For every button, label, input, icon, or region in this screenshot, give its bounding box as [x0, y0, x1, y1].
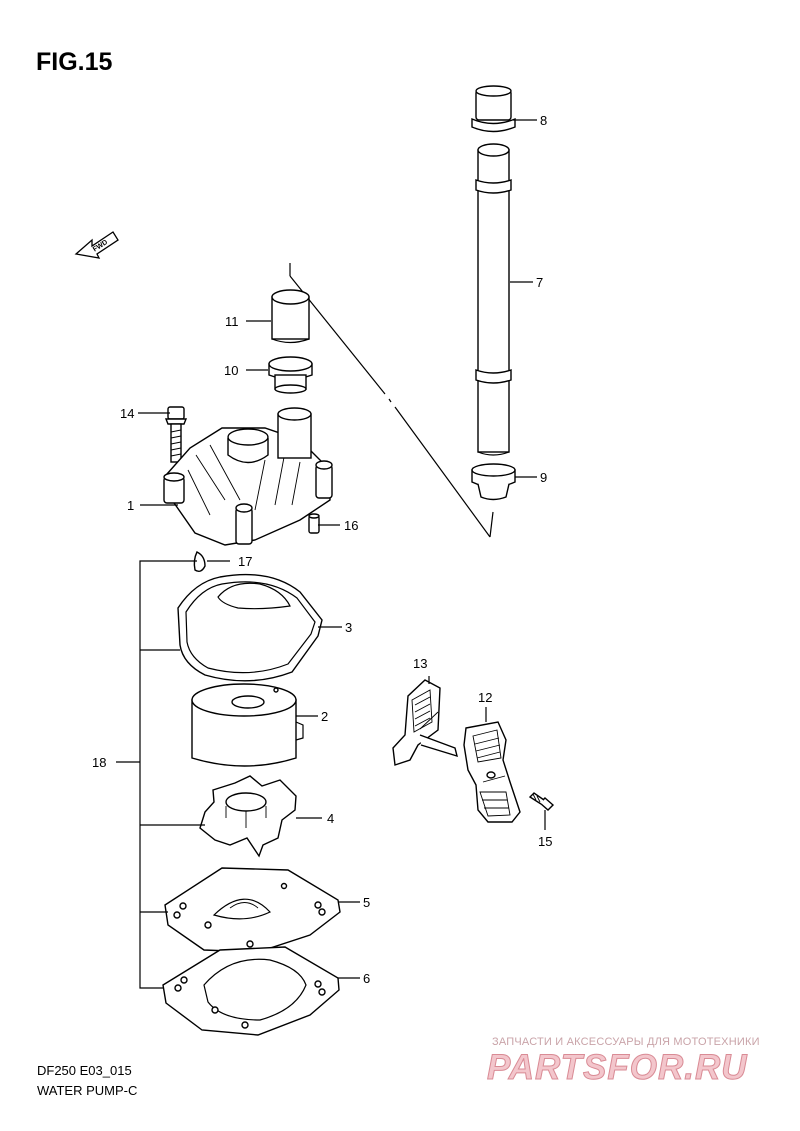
- callout-16: 16: [344, 518, 358, 533]
- part-2-impeller-housing: [191, 683, 304, 767]
- part-17-key: [193, 551, 206, 573]
- part-9-grommet: [471, 463, 516, 501]
- callout-2: 2: [321, 709, 328, 724]
- callout-3: 3: [345, 620, 352, 635]
- leader-lines: [116, 119, 546, 989]
- callout-7: 7: [536, 275, 543, 290]
- fwd-arrow-icon: FWD: [74, 231, 119, 259]
- part-3-seal-ring: [177, 573, 323, 682]
- callout-9: 9: [540, 470, 547, 485]
- part-13-lever: [392, 679, 458, 766]
- diagram-caption: WATER PUMP-C: [37, 1083, 138, 1098]
- callout-6: 6: [363, 971, 370, 986]
- callout-5: 5: [363, 895, 370, 910]
- watermark-logo: PARTSFOR.RU: [487, 1048, 748, 1088]
- callout-15: 15: [538, 834, 552, 849]
- callout-4: 4: [327, 811, 334, 826]
- part-10-bushing: [268, 356, 313, 394]
- part-14-bolt: [164, 406, 188, 463]
- callout-11: 11: [225, 314, 239, 329]
- callout-10: 10: [224, 363, 238, 378]
- part-4-impeller: [199, 775, 297, 858]
- callout-13: 13: [413, 656, 427, 671]
- part-7-tube: [475, 143, 512, 456]
- callout-12: 12: [478, 690, 492, 705]
- part-11-sleeve: [271, 289, 310, 344]
- diagram-code: DF250 E03_015: [37, 1063, 132, 1078]
- callout-17: 17: [238, 554, 252, 569]
- part-5-plate: [164, 867, 341, 953]
- watermark-subtitle: ЗАПЧАСТИ И АКСЕССУАРЫ ДЛЯ МОТОТЕХНИКИ: [492, 1036, 760, 1048]
- callout-labels: 1 2 3 4 5 6 7 8 9 10 11 12 13 14 15 16 1…: [92, 113, 552, 986]
- part-15-screw: [528, 792, 555, 811]
- callout-18: 18: [92, 755, 106, 770]
- callout-8: 8: [540, 113, 547, 128]
- callout-14: 14: [120, 406, 134, 421]
- part-1-pump-case: [163, 407, 333, 546]
- part-16-pin: [308, 513, 320, 534]
- part-8-cap: [471, 85, 516, 133]
- figure-title: FIG.15: [36, 48, 113, 76]
- part-12-handle: [463, 721, 521, 823]
- callout-1: 1: [127, 498, 134, 513]
- part-6-gasket: [162, 946, 340, 1036]
